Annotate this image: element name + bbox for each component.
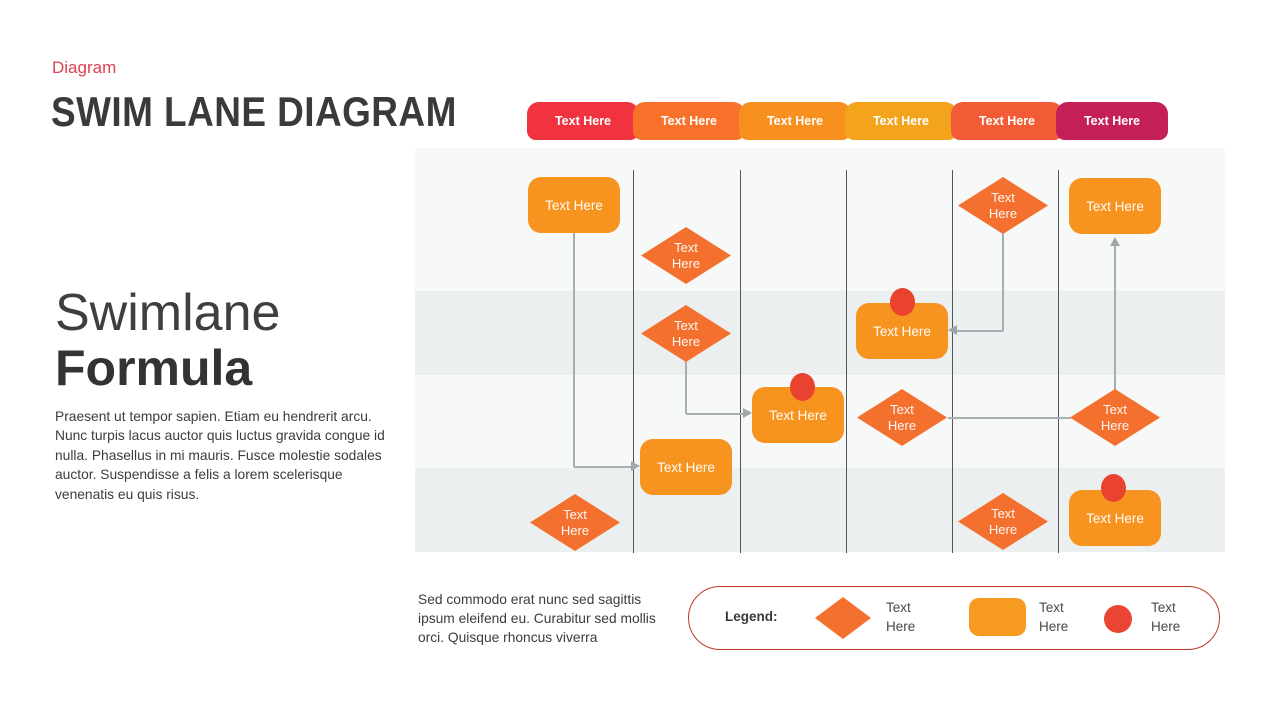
footnote-paragraph: Sed commodo erat nunc sed sagittis ipsum… bbox=[418, 592, 656, 645]
process-node-label: Text Here bbox=[873, 323, 931, 339]
legend-box: Legend: Text Here Text Here Text Here bbox=[688, 586, 1220, 650]
decision-node-label: Text Here bbox=[671, 239, 701, 271]
lane-divider bbox=[952, 170, 953, 553]
marker-dot bbox=[790, 373, 815, 401]
lane-tab-6: Text Here bbox=[1056, 102, 1168, 140]
process-node-label: Text Here bbox=[1086, 198, 1144, 214]
lane-divider bbox=[846, 170, 847, 553]
swimlane-grid bbox=[415, 148, 1225, 553]
decision-node-label: Text Here bbox=[988, 505, 1018, 537]
process-node-label: Text Here bbox=[1086, 510, 1144, 526]
legend-item-label: Text Here bbox=[1039, 600, 1069, 634]
lane-divider bbox=[633, 170, 634, 553]
decision-node-label: Text Here bbox=[887, 401, 917, 433]
process-node: Text Here bbox=[528, 177, 620, 233]
connector-line bbox=[948, 417, 1071, 419]
marker-dot bbox=[890, 288, 915, 316]
process-node: Text Here bbox=[640, 439, 732, 495]
legend-diamond-icon bbox=[815, 597, 871, 639]
headline-light: Swimlane bbox=[55, 284, 281, 342]
legend-item-label: Text Here bbox=[886, 600, 916, 634]
connector-line bbox=[574, 466, 632, 468]
lane-tab-label: Text Here bbox=[872, 114, 930, 128]
legend-circle-icon bbox=[1104, 605, 1132, 633]
lane-tab-1: Text Here bbox=[527, 102, 639, 140]
description-paragraph: Praesent ut tempor sapien. Etiam eu hend… bbox=[55, 409, 385, 502]
lane-divider bbox=[1058, 170, 1059, 553]
process-node: Text Here bbox=[1069, 178, 1161, 234]
connector-line bbox=[1114, 245, 1116, 390]
connector-arrow bbox=[1110, 237, 1120, 246]
page-title: SWIM LANE DIAGRAM bbox=[51, 88, 457, 135]
connector-arrow bbox=[743, 408, 752, 418]
legend-title: Legend: bbox=[725, 609, 778, 624]
connector-line bbox=[685, 361, 687, 414]
eyebrow-label: Diagram bbox=[52, 58, 117, 77]
lane-tab-5: Text Here bbox=[951, 102, 1063, 140]
marker-dot bbox=[1101, 474, 1126, 502]
lane-tab-3: Text Here bbox=[739, 102, 851, 140]
legend-rect-icon bbox=[969, 598, 1026, 636]
process-node-label: Text Here bbox=[657, 459, 715, 475]
headline-bold: Formula bbox=[55, 340, 253, 396]
lane-tab-label: Text Here bbox=[1083, 114, 1141, 128]
process-node-label: Text Here bbox=[769, 407, 827, 423]
decision-node-label: Text Here bbox=[988, 189, 1018, 221]
lane-row bbox=[415, 291, 1225, 375]
lane-divider bbox=[740, 170, 741, 553]
lane-tab-label: Text Here bbox=[766, 114, 824, 128]
lane-tab-label: Text Here bbox=[660, 114, 718, 128]
lane-tab-label: Text Here bbox=[978, 114, 1036, 128]
decision-node-label: Text Here bbox=[560, 506, 590, 538]
connector-arrow bbox=[948, 325, 957, 335]
lane-tab-4: Text Here bbox=[845, 102, 957, 140]
connector-arrow bbox=[631, 461, 640, 471]
process-node-label: Text Here bbox=[545, 197, 603, 213]
connector-line bbox=[573, 233, 575, 467]
connector-line bbox=[957, 330, 1003, 332]
connector-line bbox=[686, 413, 744, 415]
decision-node-label: Text Here bbox=[671, 317, 701, 349]
legend-item-label: Text Here bbox=[1151, 600, 1181, 634]
connector-line bbox=[1002, 233, 1004, 331]
decision-node-label: Text Here bbox=[1100, 401, 1130, 433]
lane-tab-label: Text Here bbox=[554, 114, 612, 128]
lane-tab-2: Text Here bbox=[633, 102, 745, 140]
